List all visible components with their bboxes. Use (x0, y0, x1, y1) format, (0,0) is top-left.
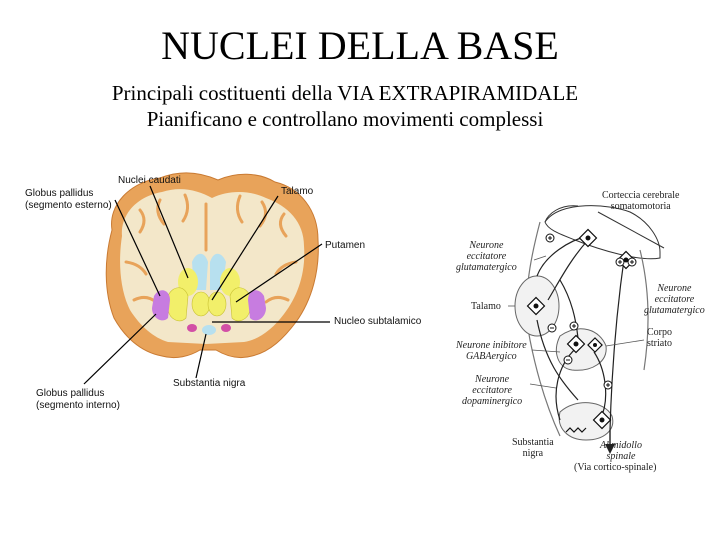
substantia-nigra-region (202, 325, 216, 335)
slide-title: NUCLEI DELLA BASE (161, 23, 559, 68)
label-neurone-glut-right: Neurone eccitatore glutamatergico (644, 283, 705, 316)
label-globus-pallidus-internal: Globus pallidus (segmento interno) (36, 388, 120, 411)
subtitle-line-1: Principali costituenti della VIA EXTRAPI… (111, 81, 579, 105)
label-nucleo-subtalamico: Nucleo subtalamico (334, 316, 422, 327)
globus-pallidus-left (152, 290, 170, 321)
subtitle-line-2: Pianificano e controllano movimenti comp… (146, 107, 544, 131)
label-corteccia: Corteccia cerebrale somatomotoria (602, 190, 680, 212)
label-neurone-dopaminergico: Neurone eccitatore dopaminergico (462, 374, 523, 407)
label-substantia-nigra: Substantia nigra (173, 378, 246, 389)
cortex-outline (544, 205, 661, 260)
putamen-left (167, 287, 189, 322)
label-via-cortico-spinale: (Via cortico-spinale) (574, 462, 657, 473)
label-substantia-nigra-circuit: Substantia nigra (512, 437, 554, 459)
subthalamic-left (187, 324, 197, 332)
label-nuclei-caudati: Nuclei caudati (118, 175, 181, 186)
label-al-midollo: Al midollo spinale (600, 440, 642, 462)
label-corpo-striato: Corpo striato (647, 327, 672, 349)
label-talamo-circuit: Talamo (471, 301, 501, 312)
label-talamo: Talamo (281, 186, 314, 197)
label-neurone-inibitore: Neurone inibitore GABAergico (456, 340, 527, 362)
globus-pallidus-right (248, 290, 266, 321)
label-globus-pallidus-external: Globus pallidus (segmento esterno) (25, 188, 112, 211)
label-neurone-glut-left: Neurone eccitatore glutamatergico (456, 240, 517, 273)
subthalamic-right (221, 324, 231, 332)
label-putamen: Putamen (325, 240, 366, 251)
